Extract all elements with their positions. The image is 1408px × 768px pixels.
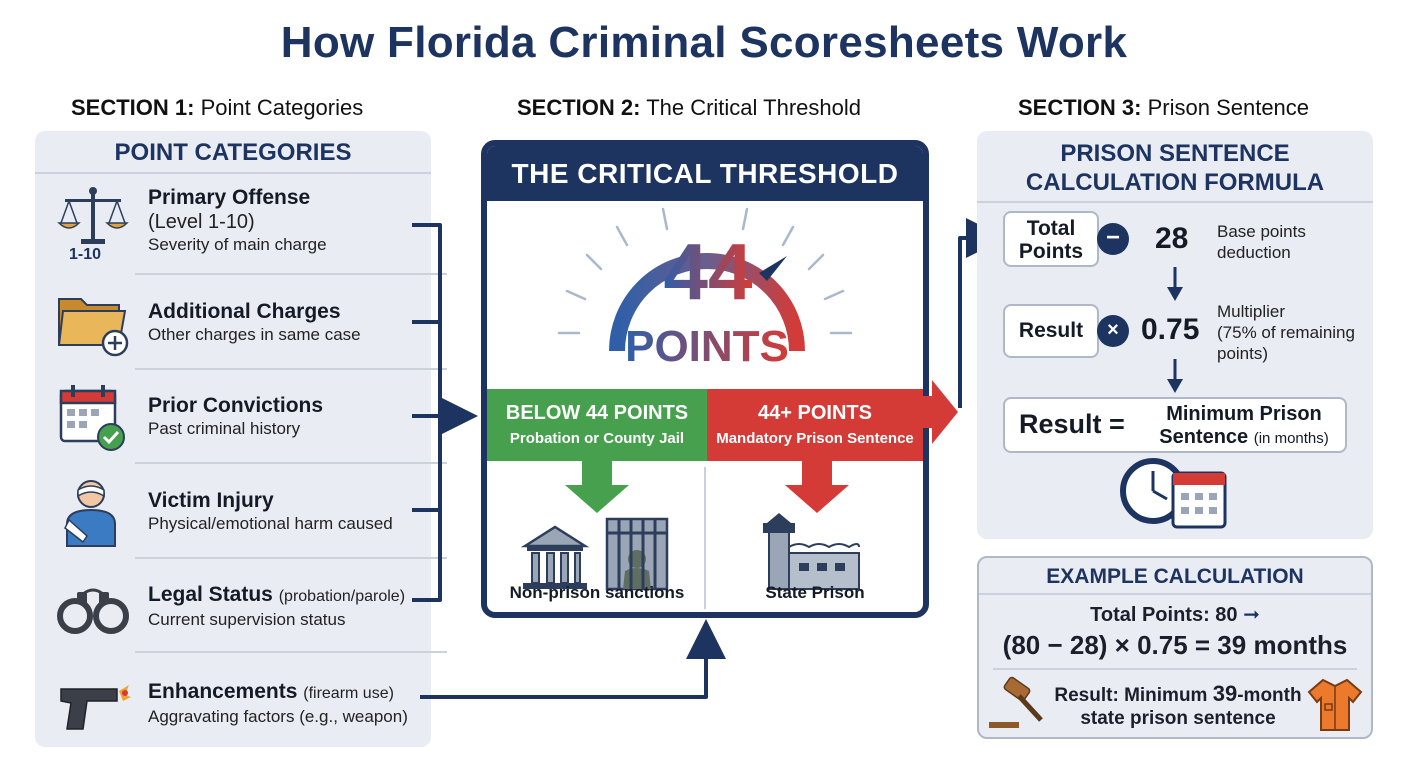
- example-panel: EXAMPLE CALCULATION Total Points: 80 ➞ (…: [977, 556, 1373, 739]
- category-prior-convictions: Prior Convictions Past criminal history: [47, 373, 419, 465]
- base-points-value: 28: [1155, 222, 1189, 255]
- threshold-unit: POINTS: [625, 322, 789, 371]
- section-2-label: SECTION 2: The Critical Threshold: [517, 95, 861, 120]
- category-primary-offense: 1-10 Primary Offense (Level 1-10) Severi…: [47, 177, 419, 269]
- category-desc: Other charges in same case: [148, 325, 361, 344]
- final-result-box: Result = Minimum Prison Sentence (in mon…: [1003, 397, 1347, 453]
- below-caption: Non-prison sanctions: [509, 583, 685, 602]
- divider: [135, 557, 447, 559]
- above-threshold-band: 44+ POINTS Mandatory Prison Sentence: [707, 389, 923, 461]
- category-legal-status: Legal Status (probation/parole) Current …: [47, 562, 419, 654]
- final-unit: (in months): [1253, 430, 1329, 447]
- below-sub: Probation or County Jail: [509, 430, 685, 447]
- divider: [135, 368, 447, 370]
- point-categories-heading: POINT CATEGORIES: [35, 131, 431, 174]
- result-box: Result: [1003, 304, 1099, 358]
- times-operator: ×: [1097, 315, 1129, 347]
- minus-operator: −: [1097, 223, 1129, 255]
- multiplier-value: 0.75: [1141, 313, 1200, 346]
- calendar-icon: [1171, 471, 1227, 529]
- category-enhancements: Enhancements (firearm use) Aggravating f…: [47, 657, 419, 749]
- level-badge: 1-10: [69, 246, 102, 263]
- category-qualifier: (probation/parole): [278, 588, 406, 605]
- final-label: Result =: [1019, 409, 1125, 439]
- multiplier-note: Multiplier (75% of remaining points): [1217, 302, 1355, 363]
- arrow-right-icon: ➞: [1243, 604, 1260, 626]
- threshold-heading: THE CRITICAL THRESHOLD: [487, 146, 923, 201]
- threshold-panel: THE CRITICAL THRESHOLD: [481, 140, 929, 618]
- prison-shirt-icon: [1307, 678, 1363, 731]
- divider: [993, 668, 1357, 670]
- total-points-box: Total Points: [1003, 211, 1099, 267]
- category-desc: Physical/emotional harm caused: [148, 514, 393, 533]
- threshold-number: 44: [664, 227, 753, 316]
- gavel-icon: [989, 676, 1043, 728]
- pistol-icon: [53, 663, 133, 743]
- handcuffs-icon: [53, 568, 133, 648]
- category-desc: Current supervision status: [148, 610, 346, 629]
- speedometer-gauge: 44 POINTS: [557, 207, 853, 371]
- page-title: How Florida Criminal Scoresheets Work: [280, 18, 1128, 67]
- divider: [135, 651, 447, 653]
- base-points-note: Base points deduction: [1217, 222, 1306, 262]
- example-result: Result: Minimum 39-month state prison se…: [1054, 681, 1302, 729]
- point-categories-panel: POINT CATEGORIES 1-10 Primary Offense (L…: [35, 131, 447, 749]
- category-qualifier: (Level 1-10): [148, 211, 255, 233]
- above-title: 44+ POINTS: [758, 402, 872, 424]
- category-title: Legal Status (probation/parole): [148, 583, 406, 606]
- formula-arrows: [1120, 267, 1227, 529]
- category-desc: Aggravating factors (e.g., weapon): [148, 707, 408, 726]
- category-victim-injury: Victim Injury Physical/emotional harm ca…: [47, 468, 419, 560]
- section-1-label: SECTION 1: Point Categories: [71, 95, 364, 120]
- final-line1: Minimum Prison: [1166, 403, 1322, 425]
- category-title: Prior Convictions: [148, 394, 324, 417]
- below-threshold-band: BELOW 44 POINTS Probation or County Jail: [487, 389, 707, 461]
- example-equation: (80 − 28) × 0.75 = 39 months: [1002, 630, 1348, 660]
- below-title: BELOW 44 POINTS: [505, 402, 689, 424]
- formula-heading: PRISON SENTENCE CALCULATION FORMULA: [1025, 140, 1325, 196]
- above-sub: Mandatory Prison Sentence: [716, 430, 914, 447]
- formula-panel: PRISON SENTENCE CALCULATION FORMULA Tota…: [977, 131, 1373, 539]
- injured-person-icon: [53, 474, 133, 554]
- scales-icon: [53, 183, 133, 263]
- category-qualifier: (firearm use): [303, 685, 394, 702]
- state-prison-icon: [763, 513, 860, 590]
- divider: [135, 462, 447, 464]
- category-desc: Severity of main charge: [148, 235, 327, 254]
- jail-cell-icon: [605, 517, 669, 591]
- divider: [977, 201, 1373, 203]
- calendar-check-icon: [53, 379, 133, 459]
- category-title: Enhancements (firearm use): [148, 680, 394, 703]
- category-title: Victim Injury: [148, 489, 274, 512]
- example-total: Total Points: 80 ➞: [1090, 604, 1260, 626]
- category-title: Primary Offense: [148, 186, 311, 209]
- outcome-illustrations: [520, 461, 860, 609]
- folder-plus-icon: [53, 285, 133, 365]
- category-desc: Past criminal history: [148, 419, 301, 438]
- divider: [135, 273, 447, 275]
- final-line2: Sentence: [1159, 426, 1249, 448]
- above-caption: State Prison: [765, 583, 865, 602]
- category-title: Additional Charges: [148, 300, 341, 323]
- example-heading: EXAMPLE CALCULATION: [979, 558, 1371, 595]
- courthouse-icon: [520, 525, 590, 589]
- section-3-label: SECTION 3: Prison Sentence: [1018, 95, 1310, 120]
- category-additional-charges: Additional Charges Other charges in same…: [47, 279, 419, 371]
